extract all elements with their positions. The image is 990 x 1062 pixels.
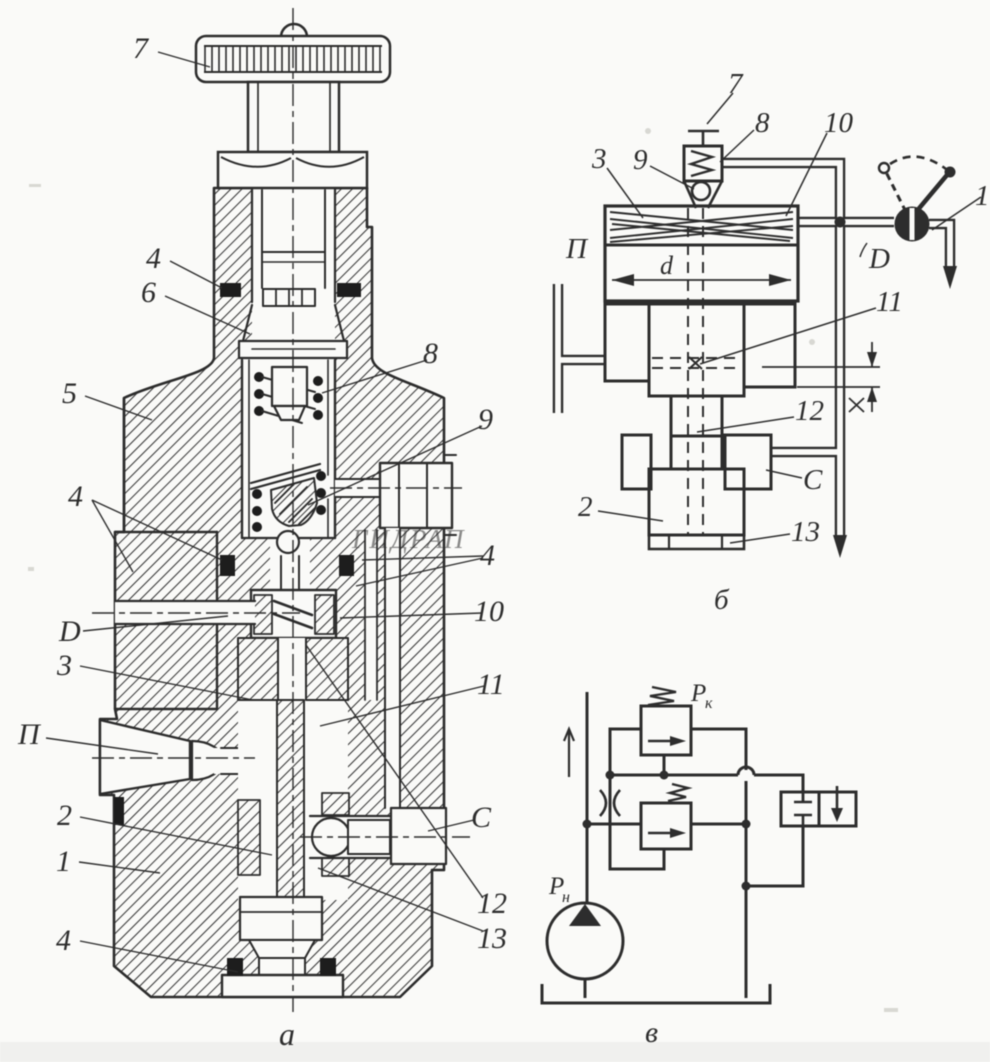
svg-text:D: D [868,243,890,275]
svg-text:13: 13 [477,922,507,955]
svg-text:к: к [705,695,713,712]
svg-text:4: 4 [56,924,71,957]
svg-text:1: 1 [975,180,990,212]
svg-text:б: б [714,584,730,616]
svg-text:C: C [803,464,823,496]
svg-text:10: 10 [824,107,854,139]
svg-text:13: 13 [791,516,820,548]
svg-text:8: 8 [755,107,770,139]
svg-text:П: П [17,718,42,751]
svg-text:3: 3 [591,143,607,175]
svg-text:1: 1 [56,845,71,878]
svg-text:d: d [660,251,674,280]
svg-text:8: 8 [423,337,438,370]
svg-text:D: D [58,615,81,648]
svg-text:4: 4 [68,480,83,513]
svg-text:a: a [279,1016,295,1052]
svg-text:P: P [690,680,706,707]
svg-text:C: C [471,801,492,834]
svg-text:3: 3 [56,649,72,682]
svg-text:7: 7 [728,68,744,100]
svg-text:5: 5 [62,377,77,410]
svg-text:в: в [645,1016,658,1049]
svg-text:9: 9 [478,403,493,436]
svg-text:12: 12 [795,395,824,427]
svg-text:6: 6 [141,276,156,309]
svg-text:12: 12 [477,887,507,920]
svg-text:4: 4 [146,242,161,275]
svg-text:н: н [562,889,570,906]
svg-text:10: 10 [474,595,504,628]
svg-text:11: 11 [477,668,505,701]
svg-text:2: 2 [578,491,593,523]
svg-text:9: 9 [633,144,648,176]
svg-text:P: P [548,873,564,900]
svg-text:7: 7 [133,32,150,65]
svg-text:4: 4 [480,539,495,572]
svg-text:П: П [565,233,589,265]
svg-text:ГИДРАП: ГИДРАП [351,524,465,554]
svg-text:11: 11 [876,286,903,318]
svg-text:2: 2 [57,799,72,832]
